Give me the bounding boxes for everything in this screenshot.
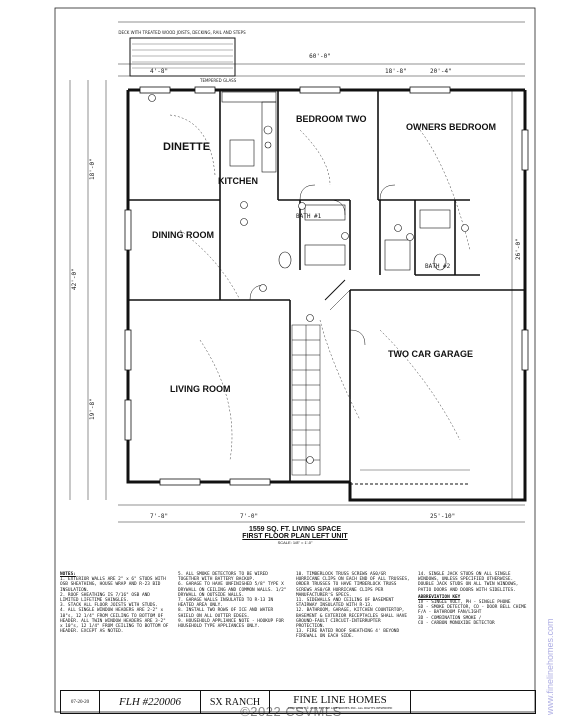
svg-text:26'-0": 26'-0"	[515, 238, 522, 260]
note-5: 5. ALL SMOKE DETECTORS TO BE WIRED TOGET…	[178, 572, 268, 583]
note-7: 7. GARAGE WALLS INSULATED TO R-13 IN HEA…	[178, 598, 274, 609]
electrical-runs	[169, 114, 471, 461]
windows	[124, 86, 529, 486]
note-1: 1. EXTERIOR WALLS ARE 2" x 6" STUDS WITH…	[60, 577, 166, 593]
deck-note: DECK WITH TREATED WOOD JOISTS, DECKING, …	[118, 30, 246, 35]
abbreviation-heading: ABBREVIATION KEY	[418, 594, 461, 600]
svg-text:25'-10": 25'-10"	[430, 513, 455, 520]
plan-scale: SCALE: 1/8" = 1'-0"	[277, 540, 313, 545]
title-copyright: COPYRIGHT © 2005 BY FINE LINE HOMES INC.…	[287, 706, 393, 710]
top-dimensions: 60'-0" 4'-8" 18'-8" 20'-4" TEMPERED GLAS…	[118, 21, 525, 83]
svg-text:7'-0": 7'-0"	[240, 513, 258, 520]
bottom-dimensions: 7'-8" 7'-0" 25'-10"	[118, 504, 525, 523]
abbrev-5: CO - CARBON MONOXIDE DETECTOR	[418, 620, 495, 626]
abbrev-3: F/A - BATHROOM FAN/LIGHT	[418, 610, 482, 616]
note-10: 10. TIMBERLOCK TRUSS SCREWS AS0/GR HURRI…	[296, 572, 410, 598]
note-2: 2. ROOF SHEATHING IS 7/16" OSB AND LIMIT…	[60, 592, 150, 604]
svg-text:18'-0": 18'-0"	[89, 158, 96, 180]
room-kitchen: KITCHEN	[218, 176, 258, 186]
svg-text:7'-8": 7'-8"	[150, 513, 168, 520]
interior-walls	[128, 90, 525, 482]
title-flh: FLH #220006	[100, 691, 201, 713]
tempered-glass-label: TEMPERED GLASS	[199, 78, 237, 83]
title-name: SX RANCH	[201, 691, 270, 713]
plan-title-block: 1559 SQ. FT. LIVING SPACE FIRST FLOOR PL…	[240, 526, 350, 545]
living-space-label: 1559 SQ. FT. LIVING SPACE	[248, 526, 342, 533]
notes-heading: NOTES:	[60, 572, 76, 577]
garage-door	[324, 279, 470, 485]
note-11: 11. SIDEWALLS AND CEILING OF BASEMENT ST…	[296, 598, 394, 609]
svg-text:20'-4": 20'-4"	[430, 68, 452, 75]
room-bath-1: BATH #1	[296, 213, 322, 220]
room-dining-room: DINING ROOM	[152, 230, 214, 240]
room-living-room: LIVING ROOM	[170, 384, 231, 394]
circuit-markers	[148, 94, 469, 464]
svg-text:19'-8": 19'-8"	[89, 398, 96, 420]
deck: DECK WITH TREATED WOOD JOISTS, DECKING, …	[118, 30, 246, 77]
room-bedroom-two: BEDROOM TWO	[296, 114, 367, 124]
bath-fixtures	[278, 204, 451, 271]
title-date: 07-20-20	[61, 691, 100, 713]
title-company: FINE LINE HOMES	[293, 694, 387, 706]
plan-title: FIRST FLOOR PLAN LEFT UNIT	[242, 533, 348, 540]
stairs	[291, 324, 321, 476]
room-two-car-garage: TWO CAR GARAGE	[388, 349, 473, 359]
abbrev-4: 3D - COMBINATION SMOKE /	[418, 615, 482, 621]
room-bath-2: BATH #2	[425, 263, 451, 270]
note-13: 13. FIRE RATED ROOF SHEATHING 4' BEYOND …	[296, 629, 400, 640]
note-8: 8. INSTALL TWO ROWS OF ICE AND WATER SHI…	[178, 608, 274, 619]
room-owners-bedroom: OWNERS BEDROOM	[406, 122, 496, 132]
note-3: 3. STACK ALL FLOOR JOISTS WITH STUDS.	[60, 603, 158, 609]
note-6: 6. GARAGE TO HAVE UNFINISHED 5/8" TYPE X…	[178, 582, 287, 598]
title-block: 07-20-20 FLH #220006 SX RANCH FINE LINE …	[60, 690, 536, 714]
overall-width-dim: 60'-0"	[309, 53, 331, 60]
mls-watermark: ©2022 CSVMLS	[240, 704, 342, 719]
note-12: 12. BATHROOM, GARAGE, KITCHEN COUNTERTOP…	[296, 608, 408, 630]
note-14: 14. SINGLE JACK STUDS ON ALL SINGLE WIND…	[418, 572, 519, 593]
title-company-cell: FINE LINE HOMES COPYRIGHT © 2005 BY FINE…	[270, 691, 411, 713]
overall-depth-dim: 42'-0"	[71, 268, 78, 290]
left-dimensions: 42'-0" 18'-0" 19'-8"	[69, 80, 107, 500]
kitchen-counters	[221, 91, 277, 173]
side-watermark: www.finelinehomes.com	[545, 618, 555, 715]
abbrev-1: 1V - SINGLE VOLT, PH - SINGLE PHONE	[418, 600, 511, 606]
svg-text:4'-8": 4'-8"	[150, 68, 168, 75]
note-9: 9. HOUSEHOLD APPLIANCE NOTE - HOOKUP FOR…	[178, 618, 284, 630]
svg-text:18'-8": 18'-8"	[385, 68, 407, 75]
abbrev-2: SD - SMOKE DETECTOR, CO - DOOR BELL CHIM…	[418, 605, 527, 611]
room-dinette: DINETTE	[163, 141, 210, 153]
note-4: 4. ALL SINGLE WINDOW HEADERS ARE 2-2" x …	[60, 608, 169, 635]
